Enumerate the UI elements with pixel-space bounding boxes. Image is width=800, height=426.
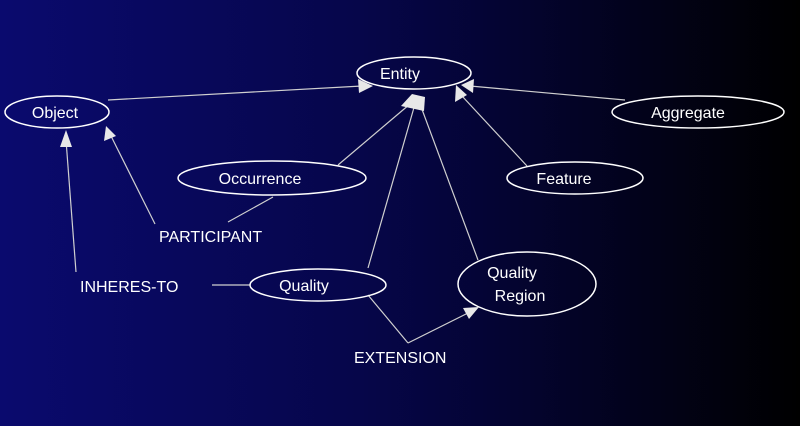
node-feature[interactable]: Feature: [506, 161, 644, 195]
node-aggregate-shape: [611, 95, 785, 129]
edge-participant-object: [109, 133, 156, 225]
edge-object-entity: [107, 85, 363, 101]
arrowhead-extension-qualityregion: [463, 307, 479, 319]
edge-occurrence-participant: [227, 196, 274, 223]
arrowhead-object-entity: [358, 79, 373, 93]
edge-extension-qualityregion: [407, 310, 473, 344]
edge-aggregate-entity: [469, 85, 626, 101]
edge-occurrence-entity: [337, 103, 411, 166]
node-quality-region[interactable]: Quality Region: [457, 251, 597, 317]
node-occurrence-label: Occurrence: [219, 171, 302, 188]
edge-quality-extension: [367, 294, 409, 344]
edge-feature-entity: [461, 95, 528, 167]
node-entity-shape: [356, 56, 472, 90]
arrowhead-entity-bottom: [401, 94, 425, 111]
arrowhead-aggregate-entity: [461, 79, 474, 93]
relation-participant-label: PARTICIPANT: [159, 229, 262, 246]
arrowhead-inheresto-object: [60, 130, 72, 147]
node-quality-region-label-line2: Region: [495, 288, 546, 305]
node-quality-region-shape: [457, 251, 597, 317]
node-object[interactable]: Object: [4, 95, 110, 129]
node-quality-region-label-line1: Quality: [487, 265, 537, 282]
node-feature-shape: [506, 161, 644, 195]
edge-qualityregion-entity: [419, 103, 479, 261]
relation-inheres-to-label: INHERES-TO: [80, 279, 178, 296]
node-entity-label: Entity: [380, 66, 420, 83]
node-aggregate[interactable]: Aggregate: [611, 95, 785, 129]
edge-inheresto-object: [65, 139, 77, 273]
node-entity[interactable]: Entity: [356, 56, 472, 90]
edge-quality-entity: [367, 103, 416, 269]
node-feature-label: Feature: [536, 171, 591, 188]
node-aggregate-label: Aggregate: [651, 105, 725, 122]
node-quality-shape: [249, 268, 387, 302]
arrowhead-participant-object: [104, 126, 116, 141]
node-quality[interactable]: Quality: [249, 268, 387, 302]
arrowhead-feature-entity: [455, 85, 467, 102]
edges: [60, 79, 626, 344]
node-occurrence-shape: [177, 160, 367, 196]
node-quality-label: Quality: [279, 278, 329, 295]
node-occurrence[interactable]: Occurrence: [177, 160, 367, 196]
node-object-shape: [4, 95, 110, 129]
relation-extension-label: EXTENSION: [354, 350, 446, 367]
node-object-label: Object: [32, 105, 79, 122]
